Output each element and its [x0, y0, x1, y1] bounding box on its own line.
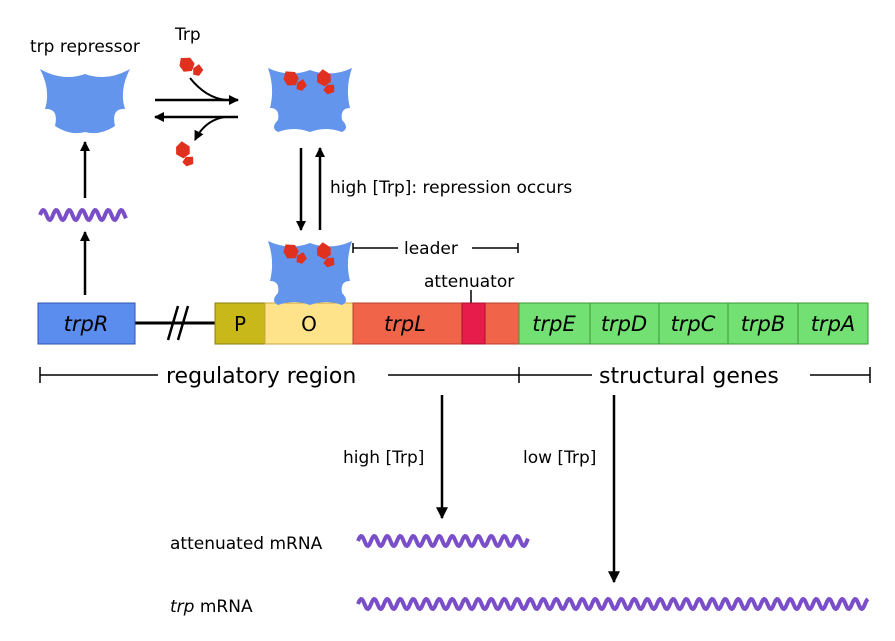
- regulatory-region-label: regulatory region: [166, 364, 356, 389]
- trpE-label: trpE: [532, 312, 576, 336]
- trp-mrna-label: trp mRNA: [170, 597, 253, 617]
- structural-genes-label: structural genes: [599, 364, 779, 389]
- trpR-gene-label: trpR: [64, 312, 109, 336]
- released-tryptophan-icon: [171, 140, 199, 168]
- trp-binding-curve: [189, 77, 227, 101]
- promoter-region: P: [214, 302, 266, 345]
- trpL-label: trpL: [384, 312, 426, 336]
- structural-genes: trpE trpD trpC trpB trpA: [518, 302, 869, 345]
- tryptophan-icon: [177, 52, 205, 81]
- trpD-label: trpD: [601, 312, 647, 336]
- operator-label: O: [301, 312, 317, 336]
- trp-mrna-label-italic: trp: [170, 597, 195, 617]
- trpA-gene: [797, 302, 869, 345]
- trp-label: Trp: [174, 25, 201, 45]
- dna-break-mark-2: [176, 305, 190, 341]
- operator-bound-repressor-icon: [268, 239, 352, 305]
- dna-break-mark-1: [166, 305, 180, 341]
- trpC-label: trpC: [671, 312, 716, 336]
- trpC-gene: [658, 302, 729, 345]
- low-trp-label: low [Trp]: [523, 448, 596, 468]
- trp-release-curve: [194, 116, 226, 141]
- trp-mrna-wave: [356, 596, 870, 612]
- high-trp-repression-label: high [Trp]: repression occurs: [330, 178, 572, 198]
- trpR-gene: trpR: [37, 302, 136, 345]
- attenuator-label: attenuator: [424, 272, 514, 292]
- trpA-label: trpA: [811, 312, 856, 336]
- operator-region: O: [264, 302, 354, 345]
- trpB-label: trpB: [741, 312, 786, 336]
- high-trp-label: high [Trp]: [343, 448, 424, 468]
- bound-repressor-icon: [268, 66, 352, 132]
- leader-label: leader: [404, 239, 458, 259]
- promoter-label: P: [234, 312, 246, 336]
- trpR-mrna-wave: [38, 207, 128, 223]
- trpB-gene: [727, 302, 799, 345]
- attenuator-box: [461, 302, 486, 345]
- trp-repressor-label: trp repressor: [30, 37, 140, 57]
- free-repressor-icon: [40, 69, 130, 134]
- trp-mrna-label-rest: mRNA: [194, 597, 252, 617]
- attenuated-mrna-label: attenuated mRNA: [170, 534, 323, 554]
- attenuated-mrna-wave: [356, 533, 530, 549]
- leader-region: trpL: [352, 302, 520, 345]
